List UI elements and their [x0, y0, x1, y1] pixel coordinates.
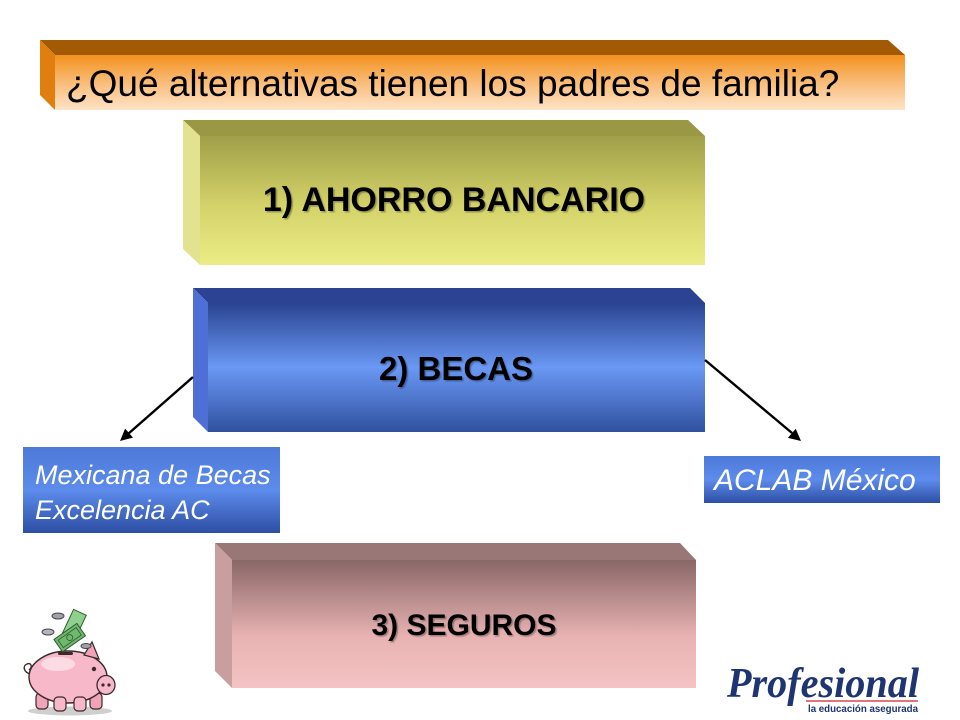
arrow-head [120, 428, 133, 441]
money-bill [53, 622, 87, 653]
seguros-label: 3) SEGUROS [371, 609, 556, 642]
ahorro-side-face [183, 120, 200, 265]
piggy-bank-icon [23, 608, 116, 716]
seguros-front-face [232, 560, 696, 688]
provider-aclab-mexico: ACLAB México [704, 456, 940, 503]
arrow-to-aclab-mexico [704, 359, 801, 441]
option-ahorro-bancario: 1) AHORRO BANCARIO [183, 120, 705, 265]
seguros-side-face [215, 543, 232, 688]
arrow-icon [127, 376, 194, 435]
pig-leg [53, 696, 67, 712]
slide-title: ¿Qué alternativas tienen los padres de f… [66, 63, 839, 104]
provider-line: ACLAB México [712, 464, 916, 497]
coin [51, 612, 65, 620]
provider-box [704, 456, 940, 503]
bill-seal [66, 634, 74, 641]
option-seguros: 3) SEGUROS [215, 543, 696, 688]
becas-side-face [193, 288, 208, 432]
provider-mexicana-becas: Mexicana de Becas Excelencia AC [23, 447, 280, 533]
bill-paper [53, 622, 87, 653]
becas-label: 2) BECAS [379, 350, 533, 387]
provider-box [23, 447, 280, 533]
pig-nostril [101, 683, 105, 687]
title-banner-front-face [55, 55, 905, 110]
ahorro-top-face [183, 120, 705, 136]
pig-leg [73, 696, 87, 712]
logo-wordmark: Profesional [726, 661, 919, 707]
arrow-icon [704, 359, 793, 434]
pig-eye [91, 666, 97, 672]
arrow-head [787, 428, 801, 441]
pig-shadow [28, 706, 112, 716]
provider-line: Excelencia AC [35, 495, 210, 525]
becas-front-face [208, 303, 705, 432]
coin [80, 643, 92, 649]
title-banner-top-face [40, 40, 905, 55]
coin [41, 628, 55, 636]
logo-tagline: la educación asegurada [808, 704, 918, 715]
title-banner: ¿Qué alternativas tienen los padres de f… [40, 40, 905, 110]
pig-nostril [107, 683, 111, 687]
coin-slot [58, 652, 73, 655]
title-banner-side-face [40, 40, 55, 110]
option-becas: 2) BECAS [193, 288, 705, 432]
becas-top-face [193, 288, 705, 303]
ahorro-label: 1) AHORRO BANCARIO [263, 181, 645, 219]
profesional-logo: Profesional la educación asegurada [726, 661, 919, 715]
pig-highlight [41, 657, 75, 671]
ahorro-front-face [200, 136, 705, 265]
seguros-top-face [215, 543, 696, 560]
provider-line: Mexicana de Becas [35, 460, 271, 490]
arrow-to-mexicana-becas [120, 376, 194, 441]
pig-snout [96, 674, 116, 696]
bill-border [57, 627, 82, 649]
